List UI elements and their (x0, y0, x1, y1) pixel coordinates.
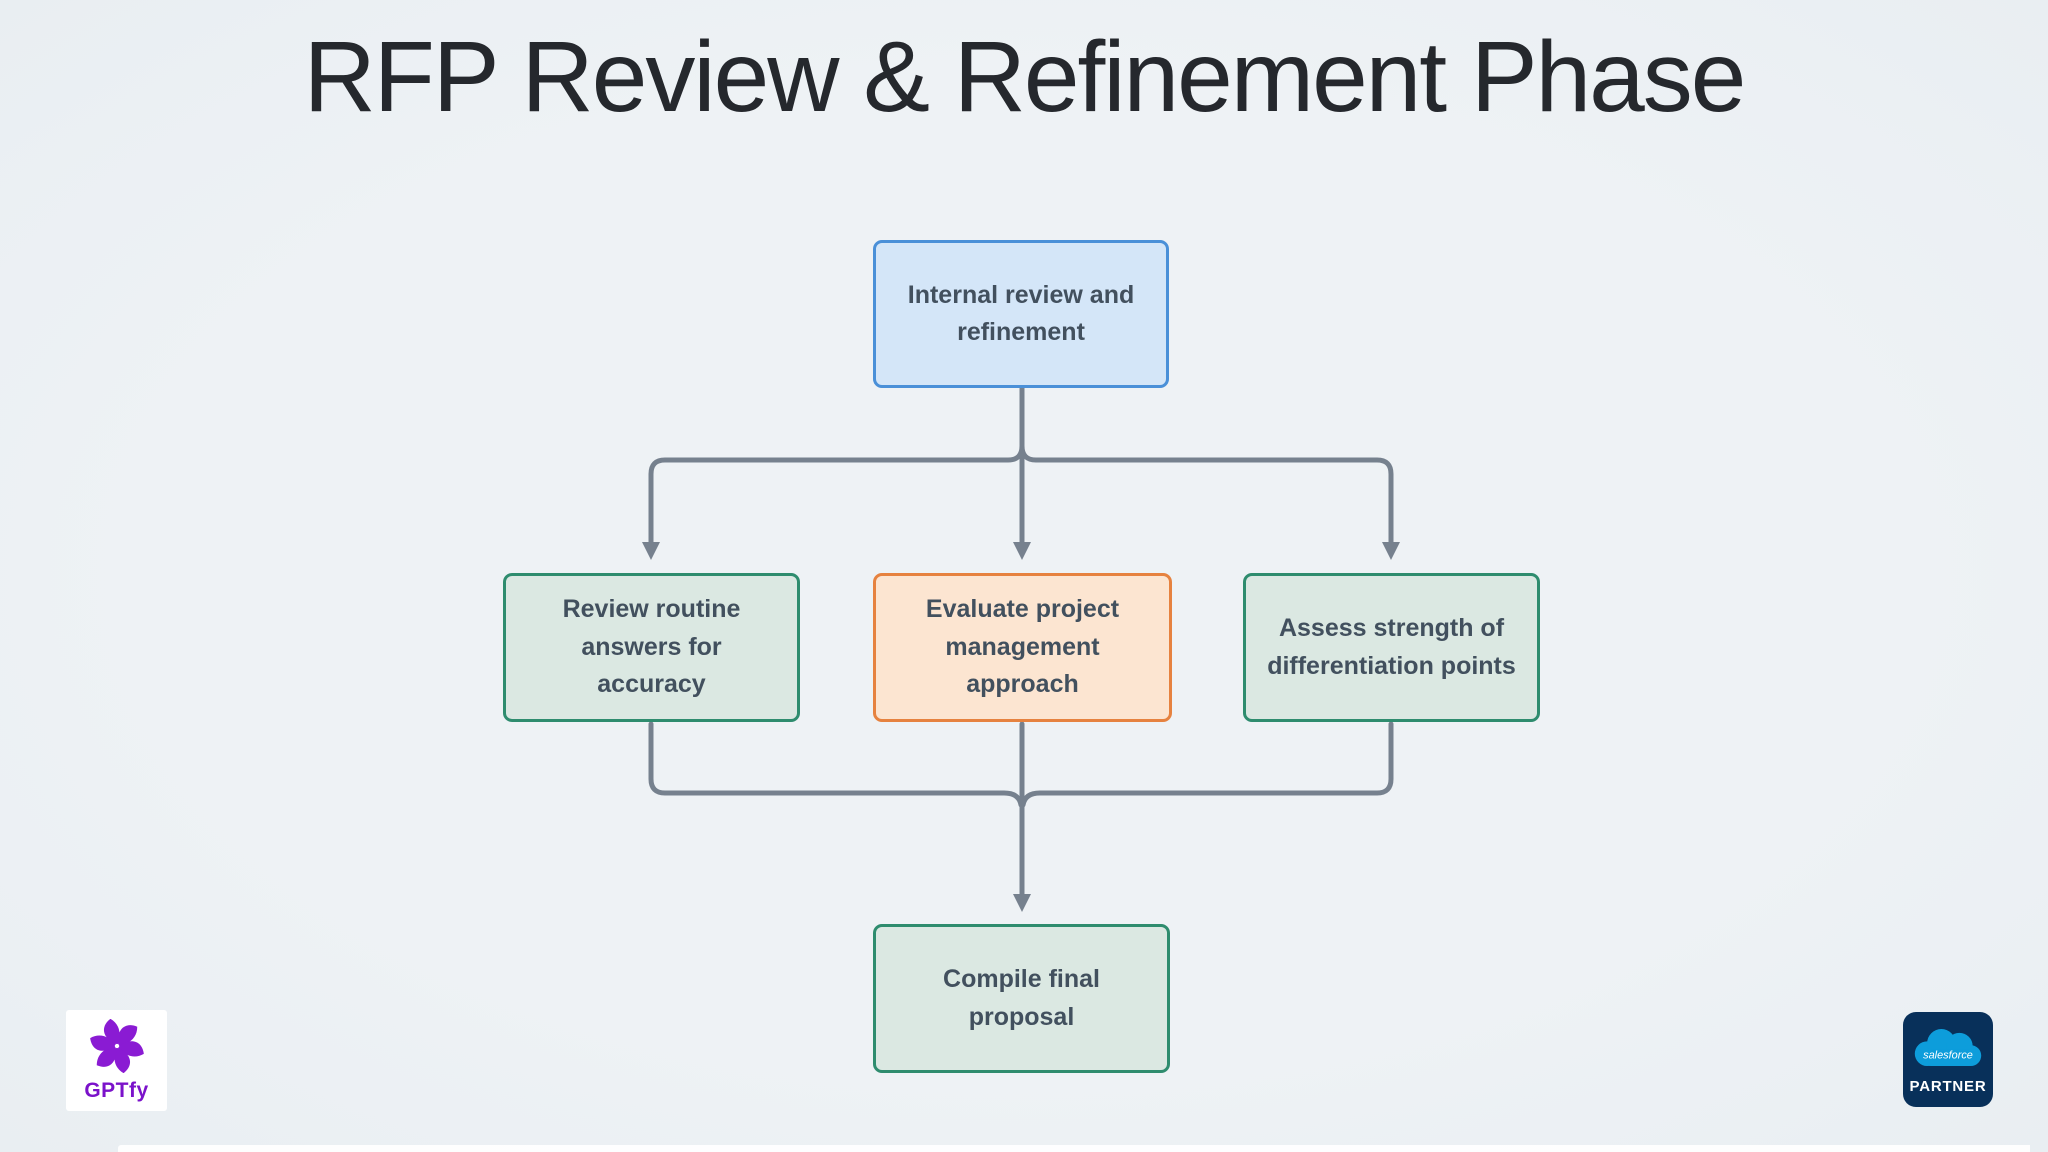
page-title: RFP Review & Refinement Phase (303, 21, 1747, 133)
edge-merge-right (1020, 721, 1394, 808)
node-internal-review: Internal review and refinement (873, 240, 1169, 388)
edge-split-left (642, 386, 1025, 560)
gptfy-wordmark: GPTfy (84, 1078, 149, 1102)
node-evaluate-project-management: Evaluate project management approach (873, 573, 1172, 722)
salesforce-cloud-icon: salesforce (1911, 1025, 1985, 1076)
gptfy-logo: GPTfy (66, 1010, 167, 1111)
svg-text:salesforce: salesforce (1923, 1049, 1973, 1061)
node-label: Review routine answers for accuracy (562, 595, 741, 699)
salesforce-partner-label: PARTNER (1909, 1077, 1987, 1095)
salesforce-partner-badge: salesforce PARTNER (1903, 1012, 1993, 1107)
node-assess-differentiation: Assess strength of differentiation point… (1243, 573, 1540, 722)
video-progress-bar[interactable] (118, 1145, 2030, 1152)
node-label: Internal review and refinement (907, 280, 1135, 347)
edge-merge-left (648, 721, 1024, 808)
edge-split-right (1019, 386, 1400, 560)
node-label: Evaluate project management approach (925, 595, 1120, 699)
pinwheel-icon (89, 1018, 144, 1078)
node-compile-final-proposal: Compile final proposal (873, 924, 1170, 1073)
node-review-routine-answers: Review routine answers for accuracy (503, 573, 800, 722)
node-label: Assess strength of differentiation point… (1267, 614, 1516, 680)
node-label: Compile final proposal (943, 965, 1100, 1031)
